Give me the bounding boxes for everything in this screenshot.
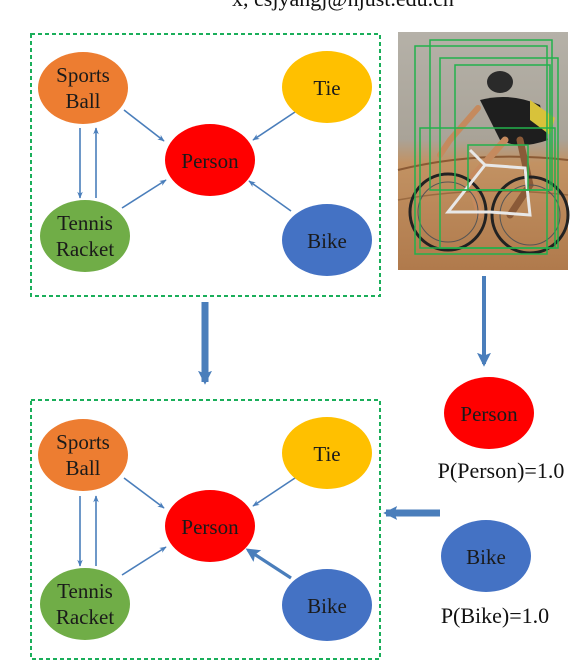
bottom-tennis-racket-line2: Racket — [56, 605, 114, 629]
detection-person-label: Person — [460, 402, 518, 426]
top-node-tie: Tie — [282, 51, 372, 123]
bottom-node-tennis-racket: Tennis Racket — [40, 568, 130, 640]
detection-box-6 — [467, 144, 529, 191]
top-node-sports-ball: Sports Ball — [38, 52, 128, 124]
bottom-tennis-racket-line1: Tennis — [57, 579, 113, 603]
bottom-node-sports-ball: Sports Ball — [38, 419, 128, 491]
detection-bike-label: Bike — [466, 545, 506, 569]
top-node-bike: Bike — [282, 204, 372, 276]
top-node-person: Person — [165, 124, 255, 196]
top-tie-label: Tie — [313, 76, 340, 100]
detection-person-probability: P(Person)=1.0 — [438, 458, 565, 483]
bottom-sports-ball-line2: Ball — [66, 456, 101, 480]
detection-box-5 — [419, 127, 556, 249]
detection-bike: Bike P(Bike)=1.0 — [441, 520, 549, 628]
bottom-edge-ball-person — [123, 477, 165, 509]
top-graph: Sports Ball Tie Person Tennis Racket Bik… — [30, 33, 381, 297]
top-graph-border — [30, 33, 381, 297]
bottom-node-tie: Tie — [282, 417, 372, 489]
top-sports-ball-line1: Sports — [56, 63, 110, 87]
top-edge-ball-person — [123, 109, 165, 142]
top-sports-ball-line2: Ball — [66, 89, 101, 113]
top-tennis-racket-line2: Racket — [56, 237, 114, 261]
detection-bike-probability: P(Bike)=1.0 — [441, 603, 549, 628]
top-edge-tie-person — [252, 111, 296, 141]
bottom-tie-label: Tie — [313, 442, 340, 466]
cyclist-photo — [397, 32, 570, 270]
top-node-tennis-racket: Tennis Racket — [40, 200, 130, 272]
top-edge-bike-person — [248, 180, 292, 212]
top-person-label: Person — [181, 149, 239, 173]
bottom-bike-label: Bike — [307, 594, 347, 618]
bottom-node-bike: Bike — [282, 569, 372, 641]
bottom-edge-racket-person — [121, 546, 167, 576]
bottom-graph-border — [30, 399, 381, 660]
bottom-edge-bike-person-strong — [245, 548, 292, 580]
bottom-edge-tie-person — [252, 477, 296, 507]
header-fragment: x, csjyangj@njust.edu.cn — [232, 0, 454, 11]
bottom-node-person: Person — [165, 490, 255, 562]
detection-box-1 — [414, 45, 548, 255]
detection-person: Person P(Person)=1.0 — [438, 377, 565, 483]
top-tennis-racket-line1: Tennis — [57, 211, 113, 235]
bottom-graph: Sports Ball Tie Person Tennis Racket Bik… — [30, 399, 381, 660]
bottom-sports-ball-line1: Sports — [56, 430, 110, 454]
top-edge-racket-person — [121, 179, 167, 209]
bottom-person-label: Person — [181, 515, 239, 539]
top-bike-label: Bike — [307, 229, 347, 253]
